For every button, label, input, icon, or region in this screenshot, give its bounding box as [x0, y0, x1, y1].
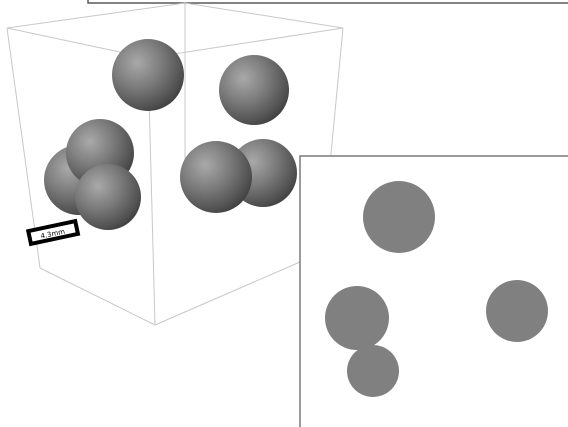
spheres	[44, 39, 297, 230]
sphere	[75, 164, 141, 230]
sphere	[112, 39, 184, 111]
scale-bar-plate	[30, 223, 76, 242]
box-edge-bottom-right	[154, 261, 301, 326]
top-panel-frame	[87, 0, 568, 4]
slice-disc	[486, 280, 548, 342]
slice-disc	[347, 345, 399, 397]
sphere	[219, 55, 289, 125]
slice-disc	[325, 286, 389, 350]
slice-disc	[363, 181, 435, 253]
slice-inset	[299, 155, 568, 427]
scale-bar: 4.3mm	[25, 218, 81, 247]
sphere	[180, 141, 252, 213]
box-top-face	[6, 2, 344, 59]
box-edge-bottom-front	[39, 267, 156, 326]
